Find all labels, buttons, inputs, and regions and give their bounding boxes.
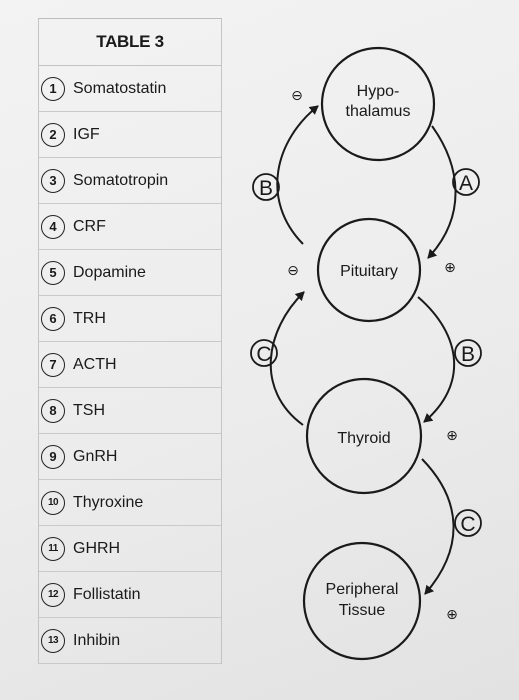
peripheral-label-line2: Tissue [339,602,386,619]
plus-sign-icon: ⊕ [444,260,456,276]
label-b-left: B [259,177,273,200]
row-number-badge: 3 [41,168,65,193]
row-number-badge: 1 [41,76,65,101]
label-c-left: C [256,343,271,366]
row-label: ACTH [73,355,117,373]
table-row: 9 GnRH [39,434,221,480]
table-row: 13 Inhibin [39,618,221,664]
table-row: 11 GHRH [39,526,221,572]
row-label: Thyroxine [73,493,144,511]
row-number-badge: 2 [41,122,65,147]
row-number-badge: 5 [41,260,65,285]
table-row: 12 Follistatin [39,572,221,618]
label-b-left-ring [252,173,280,201]
arrow-c-feedback-to-pituitary [269,291,305,426]
table-row: 2 IGF [39,112,221,158]
table-row: 3 Somatotropin [39,158,221,204]
plus-sign-icon: ⊕ [446,428,458,444]
minus-sign-icon: ⊖ [287,263,299,279]
hypothalamus-label-line2: thalamus [346,103,411,120]
row-number-badge: 4 [41,214,65,239]
row-label: TRH [73,309,106,327]
pituitary-label: Pituitary [340,263,398,280]
label-b-right-ring [454,339,482,367]
peripheral-label-line1: Peripheral [326,581,399,598]
row-label: TSH [73,401,105,419]
row-label: CRF [73,217,106,235]
arrow-b-pituitary-to-thyroid [417,296,456,423]
label-c-right-ring [454,509,482,537]
label-a-ring [452,168,480,196]
row-label: Somatostatin [73,79,167,97]
row-number-badge: 8 [41,398,65,423]
row-label: Somatotropin [73,171,169,189]
arrow-c-thyroid-to-peripheral [421,458,455,595]
hormone-table: TABLE 3 1 Somatostatin 2 IGF 3 Somatotro… [38,18,222,664]
arrow-b-feedback-to-hypothalamus [276,105,319,245]
table-title: TABLE 3 [39,19,221,66]
plus-sign-icon: ⊕ [446,607,458,623]
hypothalamus-label-line1: Hypo- [357,83,400,100]
row-label: Follistatin [73,585,141,603]
label-b-right: B [461,343,475,366]
table-row: 1 Somatostatin [39,66,221,112]
row-label: Inhibin [73,631,121,649]
row-number-badge: 12 [41,582,65,607]
thyroid-label: Thyroid [337,430,390,447]
table-row: 10 Thyroxine [39,480,221,526]
row-label: Dopamine [73,263,146,281]
row-label: GnRH [73,447,118,465]
table-row: 8 TSH [39,388,221,434]
arrow-a-hypothalamus-to-pituitary [427,125,457,259]
row-number-badge: 6 [41,306,65,331]
label-a: A [459,172,473,195]
table-row: 7 ACTH [39,342,221,388]
hypothalamus-node [320,46,436,162]
row-number-badge: 13 [41,628,65,653]
minus-sign-icon: ⊖ [291,88,303,104]
table-row: 6 TRH [39,296,221,342]
row-number-badge: 7 [41,352,65,377]
row-number-badge: 10 [41,490,65,515]
row-label: IGF [73,125,100,143]
row-label: GHRH [73,539,121,557]
label-c-left-ring [250,339,278,367]
row-number-badge: 11 [41,536,65,561]
label-c-right: C [460,513,475,536]
row-number-badge: 9 [41,444,65,469]
table-row: 4 CRF [39,204,221,250]
thyroid-node [305,377,423,495]
peripheral-tissue-node [302,541,422,661]
pituitary-node [316,217,422,323]
table-row: 5 Dopamine [39,250,221,296]
